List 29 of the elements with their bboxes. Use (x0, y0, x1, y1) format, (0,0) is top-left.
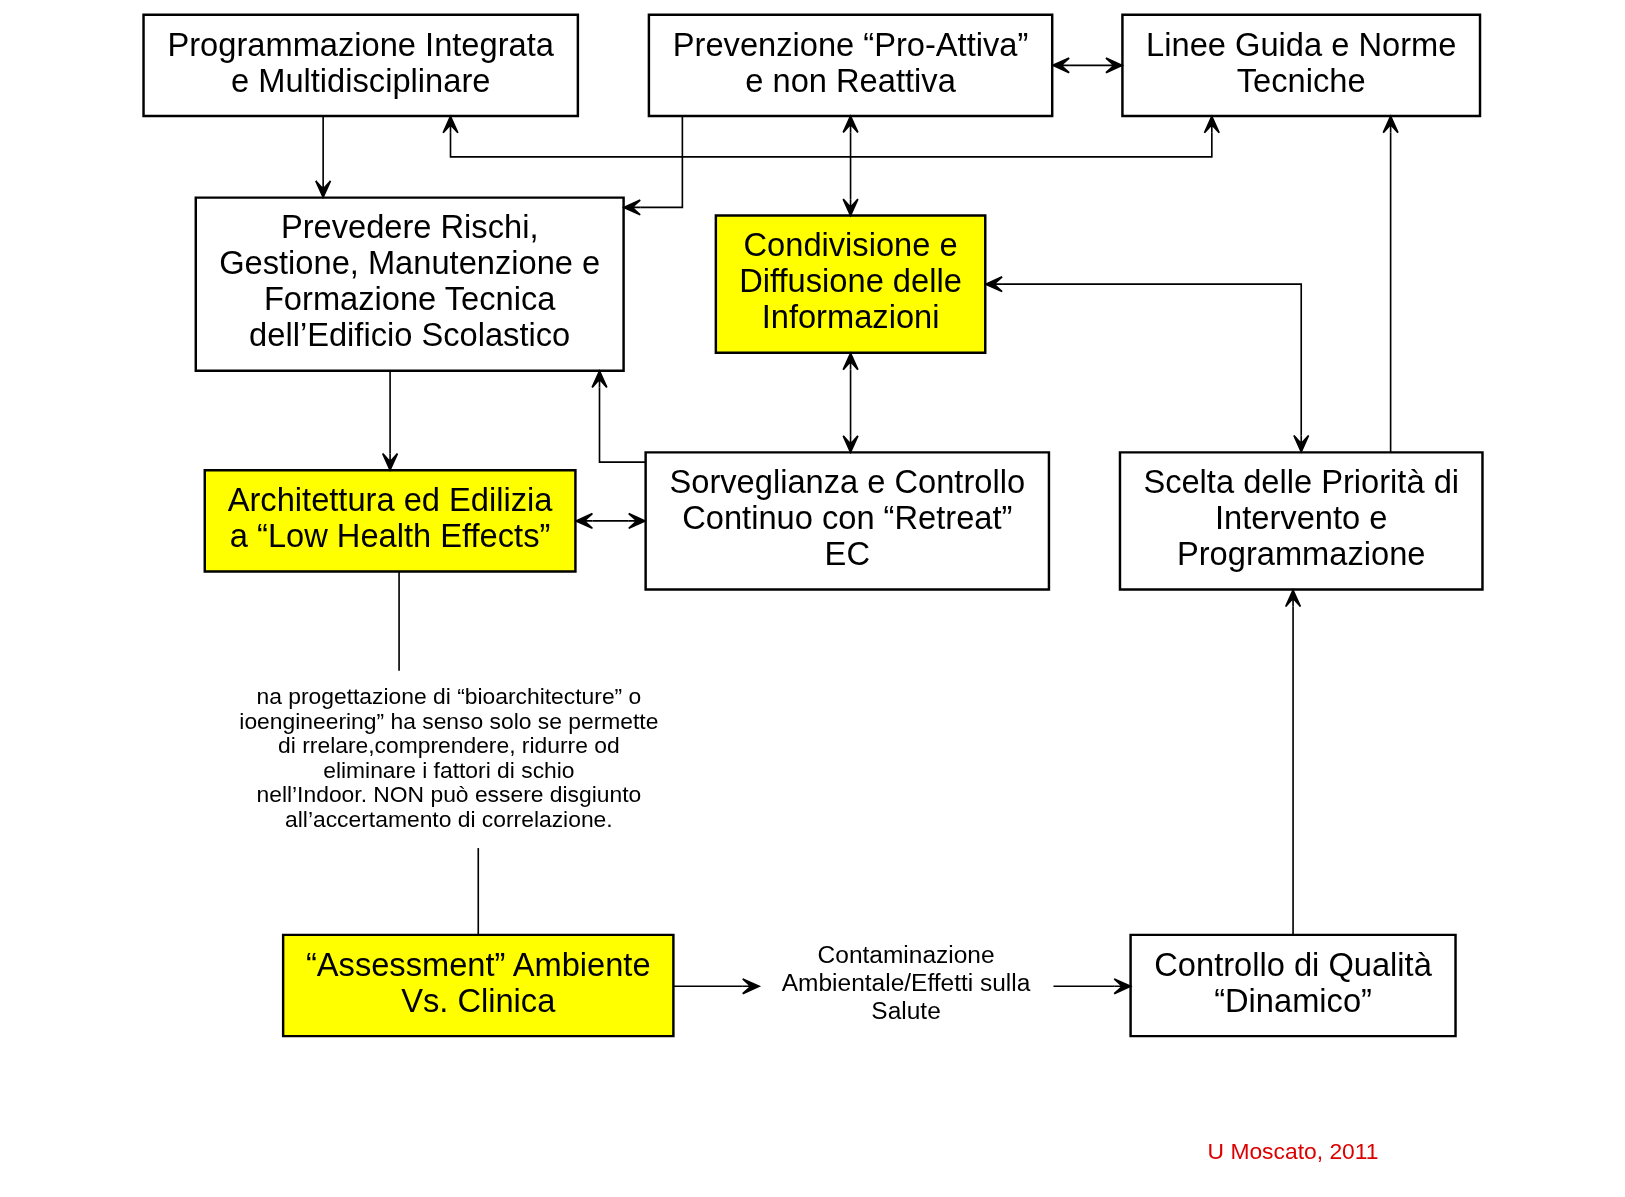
node-box: Prevedere Rischi, Gestione, Manutenzione e Formazione Tecnica dell’Edificio Scolastico (194, 196, 625, 372)
arrow (381, 370, 398, 471)
arrow (1284, 589, 1301, 936)
label: U Moscato, 2011 (1207, 1137, 1379, 1164)
arrow (841, 352, 859, 453)
arrow (590, 370, 646, 463)
node-box: Prevenzione “Pro-Attiva” e non Reattiva (647, 13, 1053, 118)
arrow (441, 115, 1220, 158)
node-text: na progettazione di “bioarchitecture” o ioengineering” ha senso solo se permette di rrelare,comprendere, ridurre od eliminare i fattori di schio nell’Indoor. NON può essere disgiunto all’accertamento di correlazione. (238, 683, 658, 832)
connector (476, 847, 479, 936)
arrow (1051, 57, 1123, 74)
arrow (622, 115, 683, 216)
arrow (574, 512, 646, 530)
node-box: Programmazione Integrata e Multidisciplinare (141, 13, 579, 118)
node-box: Architettura ed Edilizia a “Low Health Effects” (203, 469, 577, 573)
arrow (841, 115, 859, 217)
arrow (672, 978, 760, 995)
node-text: Contaminazione Ambientale/Effetti sulla Salute (781, 941, 1030, 1024)
node-box: Scelta delle Priorità di Intervento e Programmazione (1118, 451, 1484, 591)
node-box: Controllo di Qualità “Dinamico” (1128, 933, 1457, 1038)
node-box: Condivisione e Diffusione delle Informazioni (714, 214, 986, 354)
node-box: Sorveglianza e Controllo Continuo con “Retreat” EC (643, 451, 1050, 591)
node-box: Linee Guida e Norme Tecniche (1120, 13, 1481, 118)
arrow (314, 115, 331, 199)
arrow (1381, 115, 1399, 454)
node-box: “Assessment” Ambiente Vs. Clinica (281, 933, 675, 1038)
arrow (1052, 978, 1131, 995)
arrow (984, 276, 1309, 453)
connector (397, 571, 400, 672)
